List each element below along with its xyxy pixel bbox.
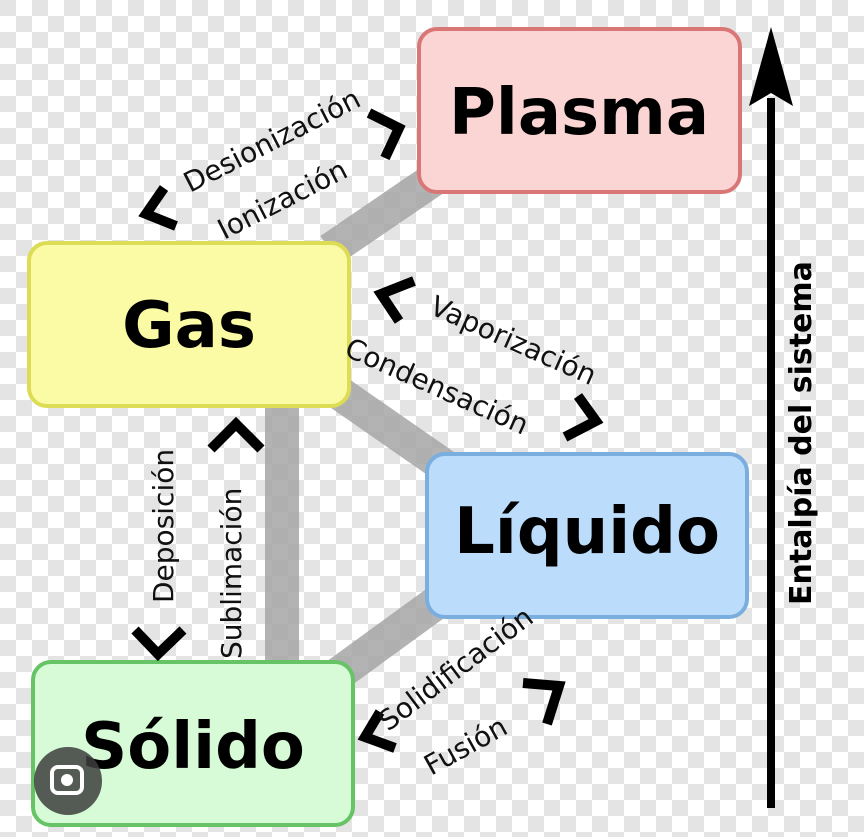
solid-label: Sólido	[81, 710, 305, 784]
vaporization-chevron-icon	[373, 276, 416, 324]
deionization-chevron-icon	[138, 185, 178, 231]
lens-search-icon[interactable]	[34, 747, 102, 815]
deposition-chevron-icon	[131, 626, 187, 662]
connector-gas-plasma	[320, 160, 450, 265]
chevrons	[131, 108, 604, 753]
liquid-box	[425, 452, 749, 619]
state-gas: Gas	[27, 241, 351, 408]
sublimation-label: Sublimación	[215, 488, 248, 659]
plasma-label: Plasma	[449, 76, 709, 150]
condensation-chevron-icon	[562, 393, 604, 442]
liquid-label: Líquido	[454, 495, 720, 569]
deposition-label: Deposición	[147, 449, 180, 603]
solid-box	[31, 660, 355, 827]
sublimation-chevron-icon	[207, 416, 265, 453]
ionization-chevron-icon	[366, 108, 406, 161]
solidification-chevron-icon	[357, 709, 397, 753]
fusion-chevron-icon	[522, 678, 566, 726]
enthalpy-axis-label: Entalpía del sistema	[784, 261, 819, 605]
lens-dot-icon	[61, 774, 73, 786]
gas-label: Gas	[122, 289, 256, 363]
connector-gas-liquid	[325, 376, 460, 484]
lens-frame-icon	[50, 765, 84, 795]
up-arrow-icon	[749, 27, 793, 106]
plasma-box	[417, 27, 742, 194]
gas-box	[27, 241, 351, 408]
state-solid: Sólido	[31, 660, 355, 827]
state-plasma: Plasma	[417, 27, 742, 194]
state-liquid: Líquido	[425, 452, 749, 619]
enthalpy-axis: Entalpía del sistema	[749, 27, 819, 808]
